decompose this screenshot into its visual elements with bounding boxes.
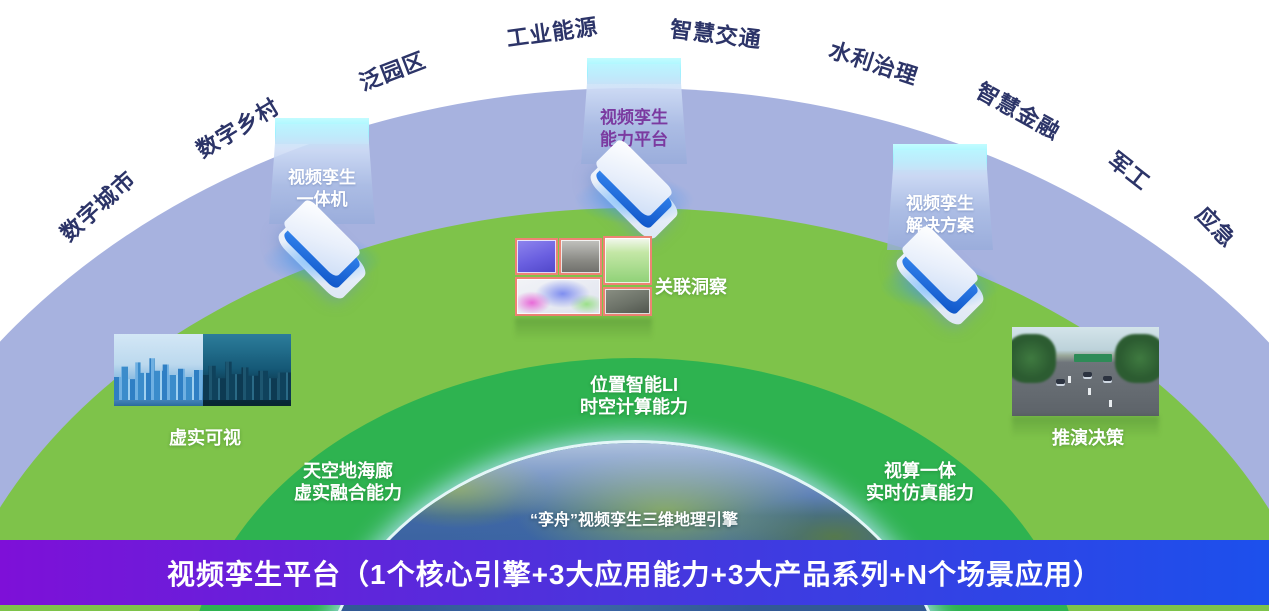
- product-label-line1: 视频孪生: [600, 108, 668, 127]
- product-pedestal-all-in-one: 视频孪生 一体机: [247, 118, 397, 303]
- image-reflection: [1012, 416, 1159, 438]
- car: [1056, 378, 1066, 386]
- industry-label-military: 军工: [1103, 147, 1155, 196]
- car: [1103, 375, 1113, 383]
- aerial-photo-tile: [603, 287, 652, 316]
- building-model-tile: [515, 277, 602, 316]
- industry-label-water-governance: 水利治理: [825, 37, 922, 90]
- real-skyline: [202, 361, 291, 400]
- capability-label-fusion-line1: 天空地海廊: [303, 461, 393, 481]
- virtual-city-half: [114, 334, 203, 406]
- capability-label-simulation: 视算一体 实时仿真能力: [820, 460, 1020, 504]
- product-label-line1: 视频孪生: [906, 194, 974, 213]
- capability-label-insight: 关联洞察: [655, 277, 727, 297]
- green-segmentation-tile: [603, 236, 652, 285]
- capability-label-location-line1: 位置智能LI: [590, 375, 678, 395]
- pedestal-glass-panel: 视频孪生 解决方案: [887, 150, 993, 250]
- simulation-road-image: [1012, 327, 1159, 416]
- capability-label-location: 位置智能LI 时空计算能力: [534, 374, 734, 418]
- industry-label-pan-park: 泛园区: [355, 47, 430, 96]
- lane-marking: [1067, 375, 1071, 383]
- capability-label-simulation-line1: 视算一体: [884, 461, 956, 481]
- industry-label-emergency: 应急: [1190, 201, 1241, 253]
- capability-label-fusion: 天空地海廊 虚实融合能力: [248, 460, 448, 504]
- engine-label: “孪舟”视频孪生三维地理引擎: [529, 512, 738, 529]
- real-street-tile: [559, 238, 602, 275]
- product-pedestal-capability-platform: 视频孪生 能力平台: [559, 58, 709, 243]
- car: [1082, 371, 1092, 379]
- insight-collage: [515, 236, 652, 340]
- bottom-banner-title: 视频孪生平台（1个核心引擎+3大应用能力+3大产品系列+N个场景应用）: [167, 558, 1102, 590]
- bottom-banner: 视频孪生平台（1个核心引擎+3大应用能力+3大产品系列+N个场景应用）: [0, 540, 1269, 605]
- road-gantry: [1073, 353, 1112, 362]
- industry-label-smart-transport: 智慧交通: [668, 16, 764, 53]
- pedestal-glass-panel: 视频孪生 一体机: [269, 124, 375, 224]
- capability-label-fusion-line2: 虚实融合能力: [294, 483, 402, 503]
- virtual-skyline: [114, 358, 203, 400]
- industry-label-industrial-energy: 工业能源: [504, 13, 600, 52]
- image-reflection: [515, 318, 652, 340]
- capability-label-visual: 虚实可视: [169, 428, 241, 448]
- capability-label-location-line2: 时空计算能力: [580, 397, 688, 417]
- lane-marking: [1088, 387, 1092, 395]
- segmentation-street-tile: [515, 238, 558, 275]
- capability-label-simulation-line2: 实时仿真能力: [866, 483, 974, 503]
- capability-label-decision: 推演决策: [1052, 428, 1124, 448]
- industry-label-smart-finance: 智慧金融: [971, 78, 1065, 145]
- real-city-half: [202, 334, 291, 406]
- product-label-line1: 视频孪生: [288, 168, 356, 187]
- trees-right: [1114, 334, 1159, 384]
- pedestal-glass-panel: 视频孪生 能力平台: [581, 64, 687, 164]
- virtual-real-city-image: [114, 334, 291, 406]
- trees-left: [1012, 334, 1057, 384]
- lane-marking: [1109, 399, 1113, 407]
- product-pedestal-solutions: 视频孪生 解决方案: [865, 144, 1015, 329]
